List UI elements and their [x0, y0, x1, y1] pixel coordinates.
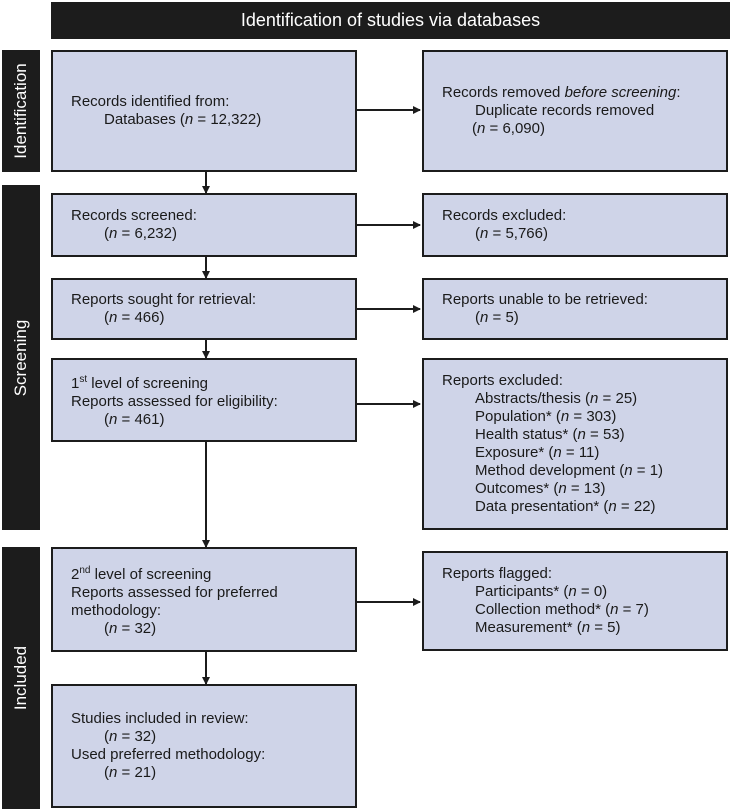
- excluded-reason-count: = 25): [598, 390, 638, 407]
- included-line3: Used preferred methodology:: [71, 746, 266, 763]
- screened-n-symbol: n: [109, 225, 118, 242]
- header-title: Identification of studies via databases: [240, 10, 541, 30]
- level2-rest: level of screening: [90, 565, 212, 583]
- flagged-reason-label: Collection method* (: [475, 601, 611, 618]
- n-symbol: n: [553, 444, 562, 461]
- n-symbol: n: [558, 480, 567, 497]
- phase-included: Included: [2, 547, 40, 809]
- excluded-reason-count: = 1): [632, 462, 664, 479]
- flagged-reason-label: Participants* (: [475, 583, 569, 600]
- screened-open-paren: (: [104, 225, 109, 242]
- diagram-header: Identification of studies via databases: [51, 2, 730, 39]
- level1-rest: level of screening: [87, 375, 209, 392]
- removed-line1-italic: before screening: [564, 84, 677, 101]
- excluded-reason-count: = 22): [616, 498, 656, 515]
- included-open-paren-1: (: [104, 728, 109, 745]
- flagged-reason-count: = 5): [590, 619, 621, 636]
- reports-excluded-title: Reports excluded:: [442, 372, 563, 389]
- level1-count: = 461): [117, 411, 165, 428]
- excluded-reason-label: Outcomes* (: [475, 480, 559, 497]
- level1-num: 1: [71, 375, 80, 392]
- excluded-reason-count: = 11): [561, 444, 600, 461]
- excluded-reason-label: Population* (: [475, 408, 561, 425]
- box-records-screened: Records screened: (n = 6,232): [51, 193, 357, 257]
- included-count: = 32): [117, 728, 157, 745]
- removed-n-symbol: n: [477, 120, 486, 137]
- removed-line1-prefix: Records removed: [442, 84, 565, 101]
- removed-open-paren: (: [472, 120, 477, 137]
- level2-num: 2: [71, 565, 80, 583]
- phase-screening: Screening: [2, 185, 40, 530]
- removed-count: = 6,090): [485, 120, 545, 137]
- box-first-level-screening: 1st level of screening Reports assessed …: [51, 358, 357, 442]
- box-records-excluded: Records excluded: (n = 5,766): [422, 193, 728, 257]
- box-records-identified: Records identified from: Databases (n = …: [51, 50, 357, 172]
- n-symbol: n: [624, 462, 633, 479]
- n-symbol: n: [581, 619, 591, 636]
- n-symbol: n: [577, 426, 586, 443]
- box-records-removed: Records removed before screening: Duplic…: [422, 50, 728, 172]
- level1-sup: st: [79, 374, 88, 385]
- level2-sup: nd: [79, 564, 91, 576]
- n-symbol: n: [610, 601, 619, 618]
- level2-n-symbol: n: [109, 619, 118, 637]
- included-n-symbol-2: n: [109, 764, 118, 781]
- level1-open-paren: (: [104, 411, 109, 428]
- n-symbol: n: [568, 583, 577, 600]
- level1-line2: Reports assessed for eligibility:: [71, 393, 278, 410]
- sought-line1: Reports sought for retrieval:: [71, 291, 257, 308]
- not-retrieved-open-paren: (: [475, 309, 480, 326]
- included-open-paren-2: (: [104, 764, 109, 781]
- sought-open-paren: (: [104, 309, 109, 326]
- excluded-n-symbol: n: [480, 225, 489, 242]
- excluded-reason-count: = 53): [585, 426, 625, 443]
- excluded-reason-label: Data presentation* (: [475, 498, 609, 515]
- n-symbol: n: [590, 390, 599, 407]
- excluded-reason-label: Abstracts/thesis (: [475, 390, 591, 407]
- excluded-count: = 5,766): [488, 225, 548, 242]
- box-studies-included: Studies included in review: (n = 32) Use…: [51, 684, 357, 808]
- level2-open-paren: (: [104, 619, 109, 637]
- not-retrieved-line1: Reports unable to be retrieved:: [442, 291, 648, 308]
- preferred-methodology-count: = 21): [117, 764, 157, 781]
- included-line1: Studies included in review:: [71, 710, 249, 727]
- not-retrieved-n-symbol: n: [480, 309, 489, 326]
- level2-count: = 32): [117, 619, 157, 637]
- not-retrieved-count: = 5): [488, 309, 519, 326]
- screened-count: = 6,232): [117, 225, 177, 242]
- removed-line1-suffix: :: [676, 84, 681, 101]
- box-second-level-screening: 2nd level of screening Reports assessed …: [51, 547, 357, 652]
- identified-line1: Records identified from:: [71, 93, 230, 110]
- flagged-reason-count: = 0): [576, 583, 608, 600]
- level2-line2: Reports assessed for preferred: [71, 583, 278, 601]
- level1-n-symbol: n: [109, 411, 118, 428]
- box-reports-excluded: Reports excluded: Abstracts/thesis (n = …: [422, 358, 728, 530]
- flagged-reason-label: Measurement* (: [475, 619, 582, 636]
- excluded-line1: Records excluded:: [442, 207, 567, 224]
- box-reports-not-retrieved: Reports unable to be retrieved: (n = 5): [422, 278, 728, 340]
- n-symbol: n: [560, 408, 570, 425]
- identified-count: = 12,322): [193, 111, 262, 128]
- level2-line3: methodology:: [71, 601, 162, 619]
- excluded-reason-count: = 13): [566, 480, 606, 497]
- reports-flagged-title: Reports flagged:: [442, 565, 553, 582]
- excluded-open-paren: (: [475, 225, 480, 242]
- excluded-reason-label: Exposure* (: [475, 444, 554, 461]
- included-n-symbol-1: n: [109, 728, 118, 745]
- screened-line1: Records screened:: [71, 207, 197, 224]
- n-symbol: n: [608, 498, 617, 515]
- excluded-reason-count: = 303): [569, 408, 617, 425]
- sought-n-symbol: n: [109, 309, 118, 326]
- identified-line2-prefix: Databases (: [104, 111, 185, 128]
- flagged-reason-count: = 7): [618, 601, 649, 618]
- box-reports-sought: Reports sought for retrieval: (n = 466): [51, 278, 357, 340]
- excluded-reason-label: Method development (: [475, 462, 625, 479]
- box-reports-flagged: Reports flagged: Participants* (n = 0) C…: [422, 551, 728, 651]
- identified-n-symbol: n: [184, 111, 194, 128]
- sought-count: = 466): [117, 309, 165, 326]
- excluded-reason-label: Health status* (: [475, 426, 578, 443]
- phase-identification: Identification: [2, 50, 40, 172]
- removed-line2: Duplicate records removed: [475, 102, 655, 119]
